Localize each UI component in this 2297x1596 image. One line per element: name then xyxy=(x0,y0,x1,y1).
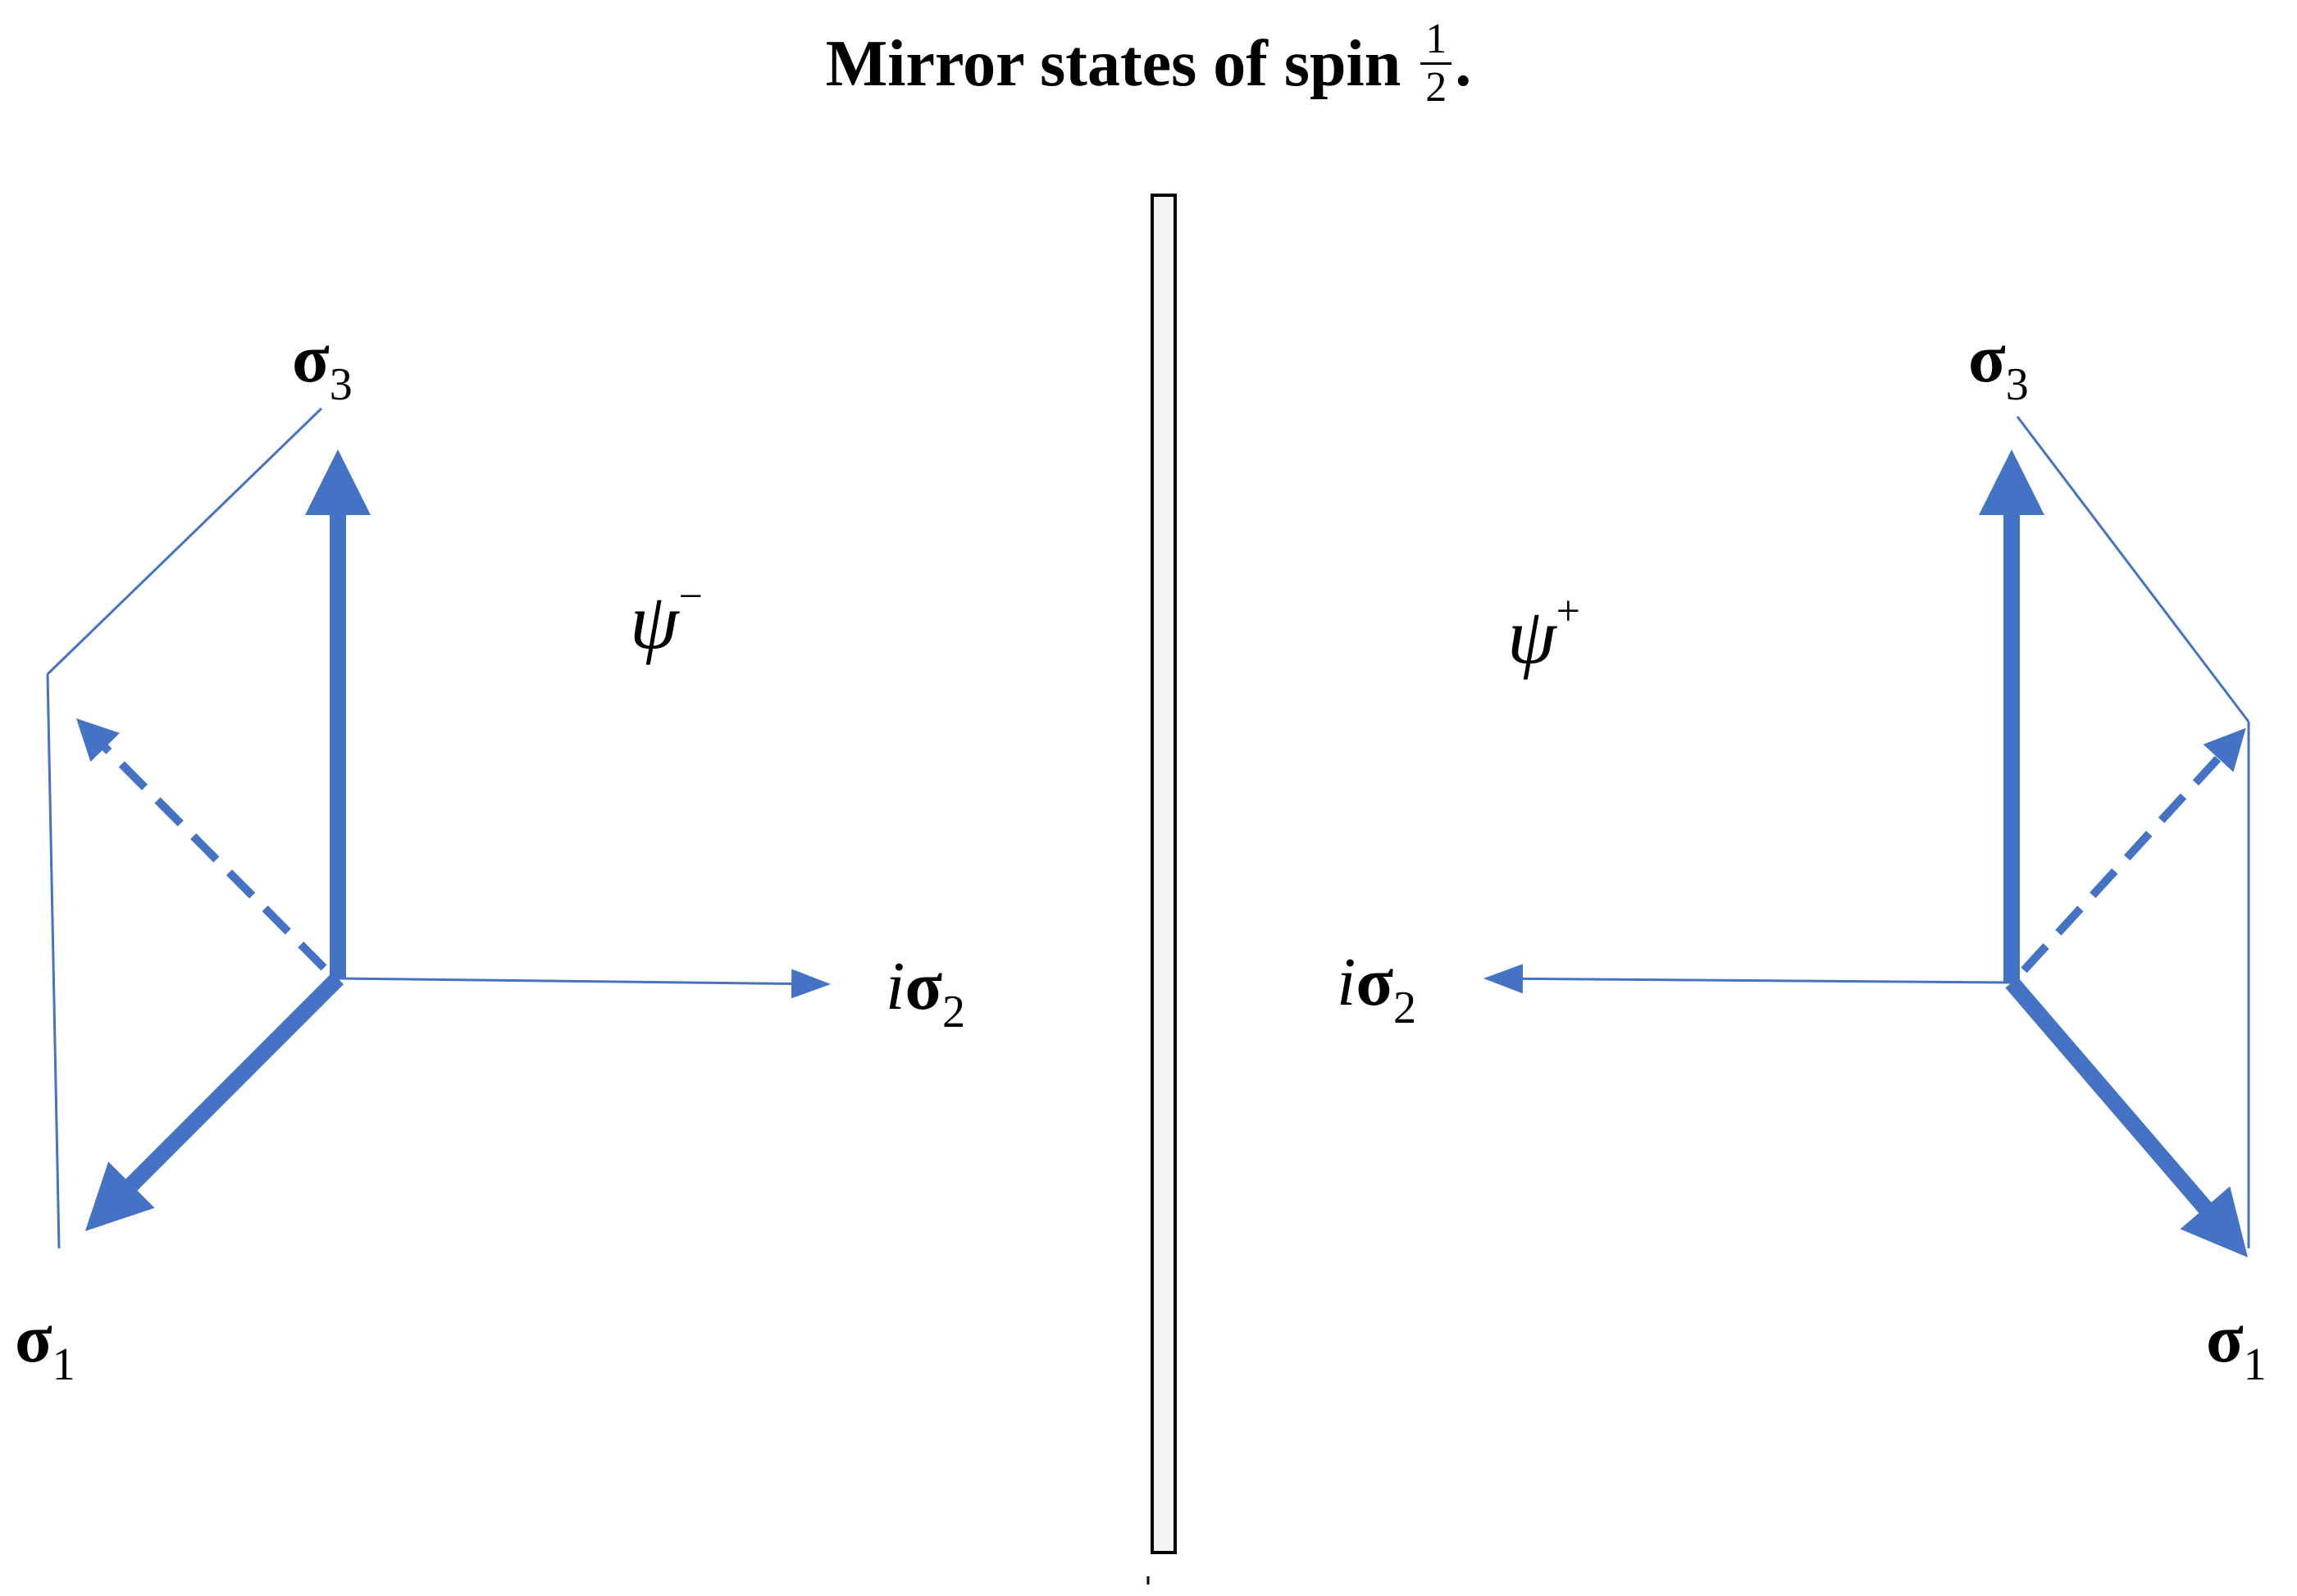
left-state-group: σ3 σ1 iσ2 ψ− xyxy=(15,321,965,1390)
left-psi-label: ψ− xyxy=(630,573,703,665)
mirror-bar xyxy=(1151,194,1177,1554)
left-outline-side xyxy=(46,673,61,1249)
left-isigma2-arrow xyxy=(337,969,831,999)
right-isigma2-arrow xyxy=(1483,964,2012,994)
right-sigma1-arrow xyxy=(2005,977,2249,1258)
right-psi-label: ψ+ xyxy=(1507,588,1580,680)
fraction-denominator: 2 xyxy=(1425,64,1447,111)
left-sigma1-arrow xyxy=(84,972,344,1232)
left-isigma2-label: iσ2 xyxy=(886,948,965,1037)
right-sigma3-label: σ3 xyxy=(1968,321,2029,410)
right-outline-top xyxy=(2016,416,2250,723)
left-sigma1-label: σ1 xyxy=(15,1301,75,1390)
left-outline-top xyxy=(46,407,323,676)
title-trailing: . xyxy=(1455,27,1472,100)
fraction-numerator: 1 xyxy=(1420,18,1452,65)
title-text: Mirror states of spin xyxy=(825,27,1401,100)
left-dashed-arrow xyxy=(75,718,327,971)
right-dashed-arrow xyxy=(2021,727,2246,974)
right-sigma1-label: σ1 xyxy=(2206,1301,2267,1390)
right-isigma2-label: iσ2 xyxy=(1337,944,1416,1033)
left-sigma3-label: σ3 xyxy=(292,321,353,410)
right-state-group: σ3 σ1 iσ2 ψ+ xyxy=(1337,321,2267,1390)
